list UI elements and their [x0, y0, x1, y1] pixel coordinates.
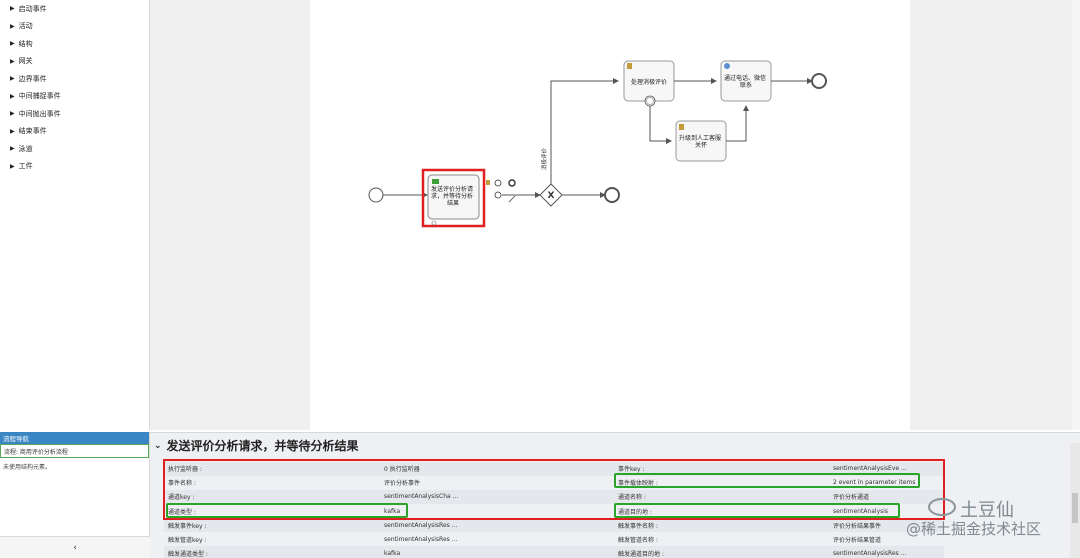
palette-item-boundary-event[interactable]: ▶边界事件 [10, 74, 47, 83]
task-send-analysis[interactable] [427, 174, 480, 220]
chevron-right-icon: ▶ [10, 92, 15, 100]
properties-title[interactable]: ⌄ 发送评价分析请求，并等待分析结果 [154, 439, 359, 453]
quick-add-end-icon[interactable] [508, 179, 516, 187]
palette-item-end-event[interactable]: ▶结束事件 [10, 127, 47, 136]
properties-scrollbar[interactable] [1070, 443, 1080, 558]
process-navigator: 流程导航 流程: 商用评价分析流程 未使用结构元素。 ‹ [0, 432, 150, 558]
end-event-2[interactable] [811, 73, 827, 89]
navigator-empty-text: 未使用结构元素。 [3, 464, 52, 471]
palette-item-structure[interactable]: ▶结构 [10, 39, 33, 48]
palette-item-artifact[interactable]: ▶工件 [10, 162, 33, 171]
quick-add-event-icon[interactable] [494, 179, 502, 187]
property-row[interactable]: 触发管道key : sentimentAnalysisRes ... 触发管道名… [168, 535, 882, 544]
quick-add-gateway-icon[interactable] [494, 191, 502, 199]
collapse-navigator-button[interactable]: ‹ [0, 536, 150, 558]
green-highlight-channel-destination [614, 503, 900, 518]
property-row[interactable]: 通道key : sentimentAnalysisCha ... 通道名称 : … [168, 492, 870, 501]
envelope-icon [432, 179, 439, 184]
flow-label: 消极评价 [540, 147, 548, 170]
navigator-title: 流程导航 [0, 432, 149, 444]
properties-panel: ⌄ 发送评价分析请求，并等待分析结果 执行监听器 : 0 执行监听器 事件key… [150, 432, 1080, 558]
chevron-down-icon[interactable]: ⌄ [154, 440, 162, 451]
palette-item-gateway[interactable]: ▶网关 [10, 57, 33, 66]
svg-text:处理消极评价: 处理消极评价 [631, 78, 667, 86]
green-highlight-payload [614, 473, 920, 488]
svg-text:X: X [548, 191, 555, 201]
gear-icon [724, 63, 730, 69]
svg-text:通过电话、微信 联系: 通过电话、微信 联系 [724, 74, 768, 89]
chevron-right-icon: ▶ [10, 5, 15, 13]
chevron-right-icon: ▶ [10, 40, 15, 48]
svg-text:升级到人工客服 关怀: 升级到人工客服 关怀 [679, 134, 723, 149]
chevron-left-icon: ‹ [73, 542, 77, 553]
bpmn-canvas[interactable]: 发送评价分析请 求，并等待分析 结果 X [310, 0, 910, 430]
palette-item-intermediate-throw[interactable]: ▶中间抛出事件 [10, 109, 61, 118]
quick-add-user-task-icon[interactable] [486, 180, 490, 185]
canvas-area: › ‹ 发送评价分析请 求，并等待分析 结 [150, 0, 1080, 430]
palette-item-start-event[interactable]: ▶启动事件 [10, 4, 47, 13]
selected-task-highlight [421, 168, 486, 228]
property-row[interactable]: 事件名称 : 评价分析事件 事件载体映射 : 2 event in parame… [168, 478, 916, 487]
property-row[interactable]: 通道类型 : kafka 通道目的地 : sentimentAnalysis [168, 507, 889, 516]
handle-icon[interactable] [431, 220, 437, 226]
chevron-right-icon: ▶ [10, 162, 15, 170]
chevron-right-icon: ▶ [10, 75, 15, 83]
user-icon [627, 63, 632, 69]
chevron-right-icon: ▶ [10, 57, 15, 65]
user-icon [679, 124, 684, 130]
red-highlight-box [163, 459, 945, 520]
chevron-right-icon: ▶ [10, 127, 15, 135]
end-event-1[interactable] [604, 187, 620, 203]
chevron-right-icon: ▶ [10, 22, 15, 30]
navigator-flow-item[interactable]: 流程: 商用评价分析流程 [0, 444, 149, 458]
palette-item-intermediate-catch[interactable]: ▶中间捕捉事件 [10, 92, 61, 101]
svg-text:发送评价分析请 求，并等待分析: 发送评价分析请 求，并等待分析 结果 [431, 185, 475, 207]
property-row[interactable]: 触发事件key : sentimentAnalysisRes ... 触发事件名… [168, 521, 882, 530]
start-event[interactable] [368, 187, 384, 203]
palette-item-activity[interactable]: ▶活动 [10, 22, 33, 31]
chevron-right-icon: ▶ [10, 110, 15, 118]
palette-item-swimlane[interactable]: ▶泳道 [10, 144, 33, 153]
shape-palette: ▶启动事件 ▶活动 ▶结构 ▶网关 ▶边界事件 ▶中间捕捉事件 ▶中间抛出事件 … [0, 0, 150, 430]
canvas-scrollbar[interactable] [1072, 0, 1080, 430]
chevron-right-icon: ▶ [10, 145, 15, 153]
quick-connect-icon[interactable] [508, 195, 516, 203]
exclusive-gateway[interactable] [539, 183, 563, 207]
property-row[interactable]: 触发通道类型 : kafka 触发通道目的地 : sentimentAnalys… [168, 549, 907, 558]
bpmn-diagram: 发送评价分析请 求，并等待分析 结果 X [368, 60, 827, 228]
property-row[interactable]: 执行监听器 : 0 执行监听器 事件key : sentimentAnalysi… [168, 464, 907, 473]
green-highlight-channel-type [166, 503, 408, 518]
